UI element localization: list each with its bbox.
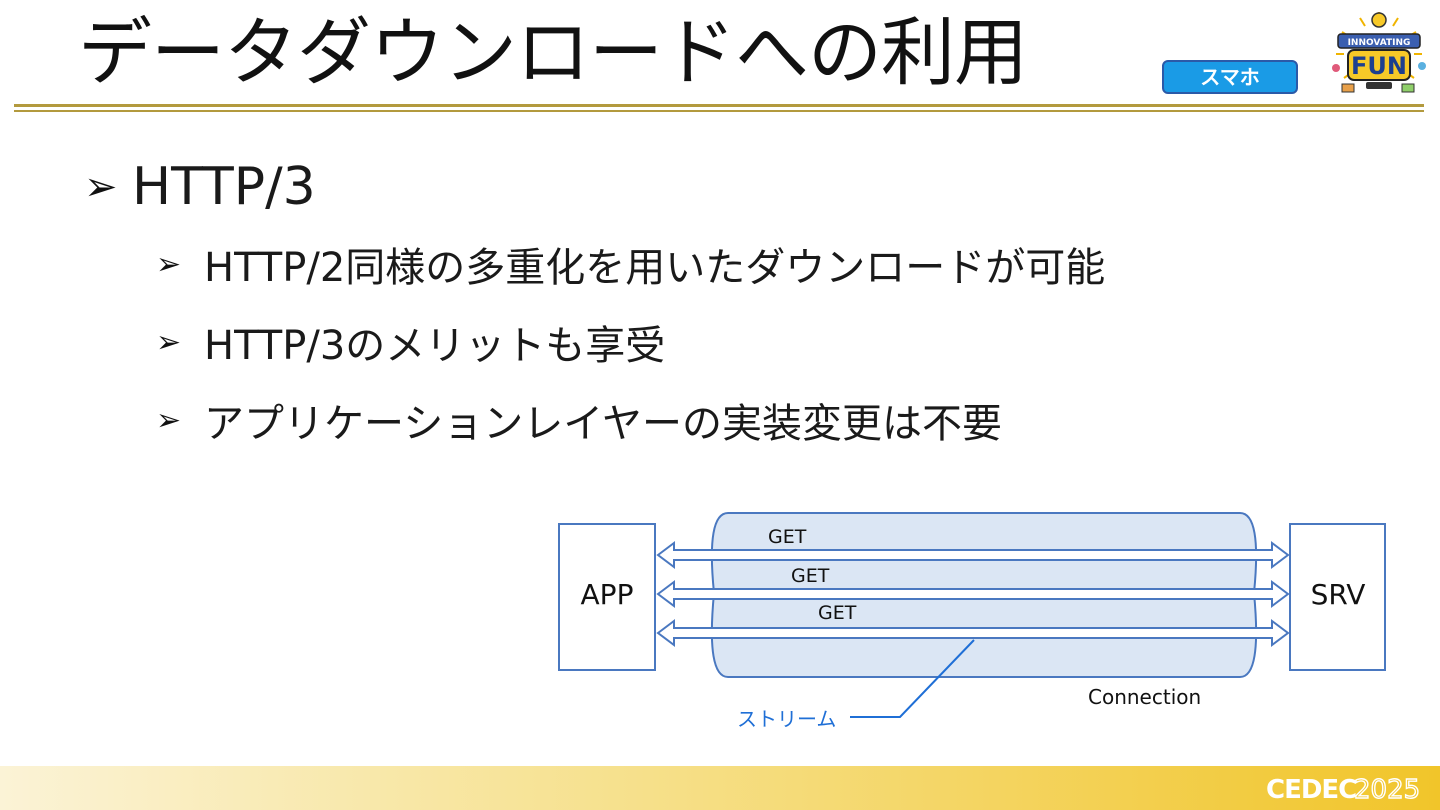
bullet-text: アプリケーションレイヤーの実装変更は不要 xyxy=(204,401,1002,447)
title-rule-bottom xyxy=(14,110,1424,112)
stream-get-label-2: GET xyxy=(791,565,830,587)
cedec-logo-brand: CEDEC xyxy=(1266,775,1356,804)
stream-callout-label: ストリーム xyxy=(737,707,836,731)
bullet-arrow-icon: ➢ xyxy=(156,246,182,282)
bullet-text: HTTP/3 xyxy=(132,157,316,217)
bullet-no-app-change: ➢ アプリケーションレイヤーの実装変更は不要 xyxy=(156,392,1002,448)
bullet-arrow-icon: ➢ xyxy=(156,324,182,360)
bullet-merits: ➢ HTTP/3のメリットも享受 xyxy=(156,314,665,370)
stream-get-label-3: GET xyxy=(818,602,857,624)
stream-arrow-3 xyxy=(656,619,1290,647)
bullet-arrow-icon: ➢ xyxy=(156,402,182,438)
srv-box xyxy=(1289,523,1386,671)
app-label: APP xyxy=(581,578,634,611)
stream-get-label-1: GET xyxy=(768,526,807,548)
bullet-http3: ➢ HTTP/3 xyxy=(84,155,316,219)
bullet-multiplex: ➢ HTTP/2同様の多重化を用いたダウンロードが可能 xyxy=(156,236,1105,292)
slide-title: データダウンロードへの利用 xyxy=(78,10,1028,96)
stream-callout-line xyxy=(850,639,975,718)
bullet-text: HTTP/3のメリットも享受 xyxy=(204,323,666,369)
stream-arrow-2 xyxy=(656,580,1290,608)
cedec-logo: CEDEC 2025 xyxy=(1266,774,1421,804)
footer-band: CEDEC 2025 xyxy=(0,766,1440,810)
bullet-text: HTTP/2同様の多重化を用いたダウンロードが可能 xyxy=(204,245,1106,291)
innovating-fun-logo: INNOVATING FUN xyxy=(1332,12,1426,93)
stream-diagram: APP SRV GET GET GET Connection ストリーム xyxy=(558,512,1386,731)
cedec-logo-year: 2025 xyxy=(1354,775,1420,804)
logo-top-text: INNOVATING xyxy=(1348,38,1411,48)
srv-label: SRV xyxy=(1311,578,1366,611)
app-box xyxy=(558,523,656,671)
title-rule-top xyxy=(14,104,1424,107)
connection-label: Connection xyxy=(1088,685,1201,709)
platform-badge: スマホ xyxy=(1162,60,1298,94)
bullet-arrow-icon: ➢ xyxy=(84,164,118,210)
stream-arrow-1 xyxy=(656,541,1290,569)
logo-main-text: FUN xyxy=(1351,52,1407,80)
